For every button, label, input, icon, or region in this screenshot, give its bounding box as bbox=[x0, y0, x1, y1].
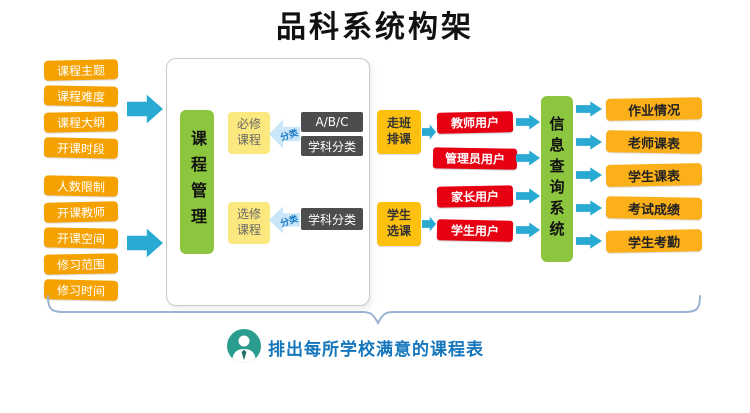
user-box: 家长用户 bbox=[436, 185, 514, 208]
input-item: 课程大纲 bbox=[43, 111, 119, 133]
arrow-right-icon bbox=[127, 228, 163, 258]
arrow-right-icon bbox=[576, 101, 602, 117]
arrow-right-icon bbox=[576, 167, 602, 183]
query-system-box: 信息查询系统 bbox=[541, 96, 573, 262]
arrow-right-icon bbox=[422, 124, 436, 140]
page-title: 品科系统构架 bbox=[276, 10, 474, 45]
classify-arrow-icon: 分类 bbox=[269, 119, 300, 149]
arrow-right-icon bbox=[422, 216, 436, 232]
input-item: 课程主题 bbox=[43, 59, 119, 81]
abc-box: A/B/C bbox=[301, 112, 363, 132]
input-item: 课程难度 bbox=[43, 85, 119, 107]
input-item: 开课时段 bbox=[43, 137, 119, 159]
output-item: 老师课表 bbox=[605, 130, 703, 154]
input-item: 开课空间 bbox=[43, 227, 119, 249]
classify-arrow-icon: 分类 bbox=[269, 206, 300, 234]
input-item: 修习范围 bbox=[43, 253, 119, 275]
arrow-right-icon bbox=[576, 233, 602, 249]
arrow-right-icon bbox=[516, 188, 540, 204]
output-item: 作业情况 bbox=[605, 97, 703, 121]
arrow-right-icon bbox=[516, 222, 540, 238]
class-scheduling-box: 走班排课 bbox=[377, 110, 421, 154]
user-box: 管理员用户 bbox=[432, 147, 518, 170]
arrow-right-icon bbox=[516, 114, 540, 130]
arrow-right-icon bbox=[576, 134, 602, 150]
student-selection-label: 学生选课 bbox=[386, 208, 411, 238]
course-management-label: 课程管理 bbox=[180, 110, 214, 254]
presenter-avatar bbox=[227, 329, 261, 363]
subject-category-box: 学科分类 bbox=[301, 136, 363, 156]
person-icon bbox=[232, 335, 256, 363]
input-item: 修习时间 bbox=[43, 279, 119, 301]
arrow-right-icon bbox=[516, 150, 540, 166]
class-scheduling-label: 走班排课 bbox=[386, 116, 411, 146]
input-item: 开课教师 bbox=[43, 201, 119, 223]
arrow-right-icon bbox=[127, 94, 163, 124]
output-item: 学生考勤 bbox=[605, 229, 703, 253]
student-selection-box: 学生选课 bbox=[377, 202, 421, 246]
user-box: 学生用户 bbox=[436, 219, 514, 242]
elective-course-box: 选修课程 bbox=[228, 202, 270, 244]
footer-slogan: 排出每所学校满意的课程表 bbox=[268, 340, 484, 360]
arrow-right-icon bbox=[576, 200, 602, 216]
output-item: 学生课表 bbox=[605, 162, 703, 188]
required-course-box: 必修课程 bbox=[228, 112, 270, 154]
user-box: 教师用户 bbox=[436, 111, 514, 134]
output-item: 考试成绩 bbox=[605, 196, 703, 220]
subject-category-box: 学科分类 bbox=[301, 208, 363, 230]
required-course-label: 必修课程 bbox=[236, 117, 261, 147]
elective-course-label: 选修课程 bbox=[236, 207, 261, 237]
input-item: 人数限制 bbox=[43, 175, 119, 197]
